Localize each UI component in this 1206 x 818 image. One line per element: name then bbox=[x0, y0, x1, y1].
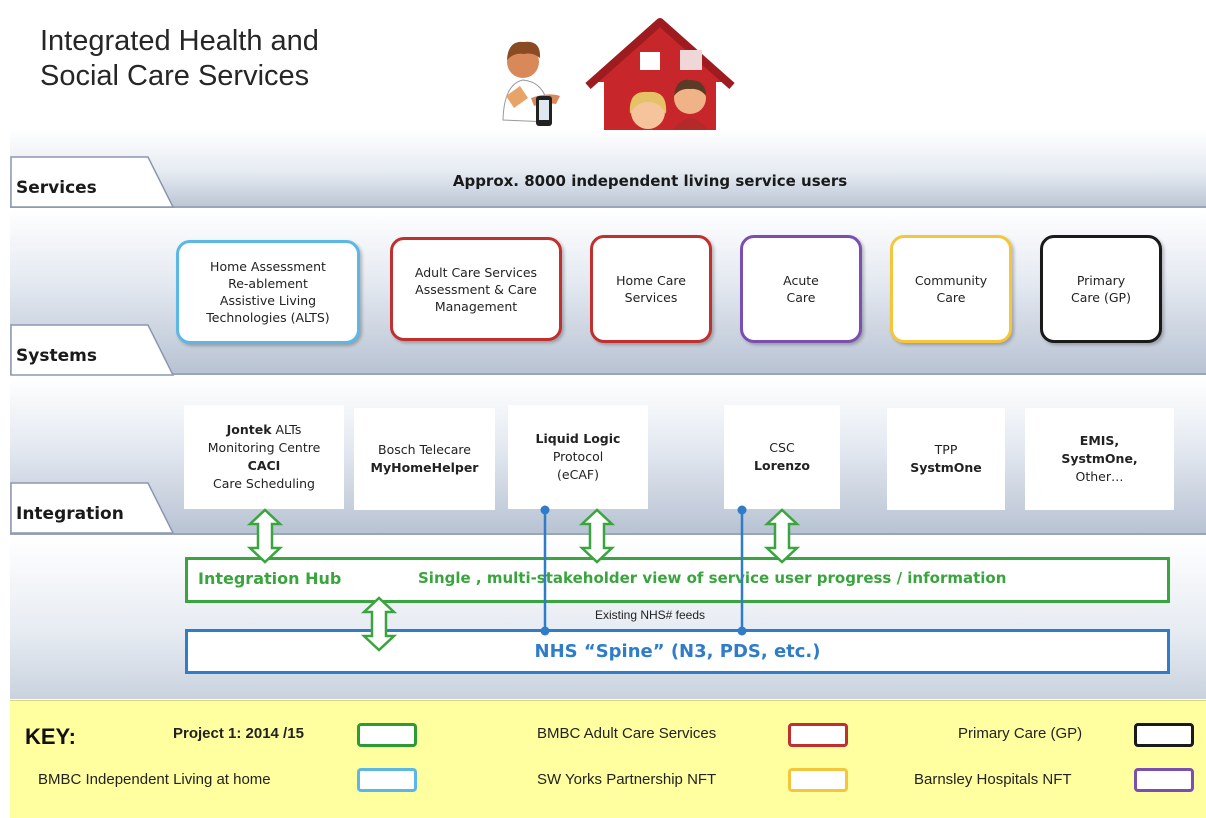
integration-hub-bar bbox=[185, 557, 1170, 603]
integration-box-liquid-logic: Liquid Logic Protocol (eCAF) bbox=[508, 405, 648, 509]
integration-hub-title: Integration Hub bbox=[198, 569, 342, 588]
house-icon bbox=[585, 18, 735, 150]
key-swatch-primary-care bbox=[1134, 723, 1194, 747]
key-label-adult-care: BMBC Adult Care Services bbox=[537, 725, 717, 742]
tab-services-label: Services bbox=[16, 178, 97, 198]
integration-box-jontek: Jontek ALTs Monitoring Centre CACI Care … bbox=[184, 405, 344, 509]
nhs-spine-label: NHS “Spine” (N3, PDS, etc.) bbox=[534, 641, 821, 662]
system-box-acute-care: Acute Care bbox=[740, 235, 862, 343]
key-swatch-sw-yorks bbox=[788, 768, 848, 792]
integration-box-tpp: TPP SystmOne bbox=[887, 408, 1005, 510]
key-swatch-barnsley-hospitals bbox=[1134, 768, 1194, 792]
tab-systems: Systems bbox=[10, 324, 175, 376]
integration-box-emis: EMIS, SystmOne, Other… bbox=[1025, 408, 1174, 510]
key-label-project: Project 1: 2014 /15 bbox=[173, 725, 304, 742]
services-description: Approx. 8000 independent living service … bbox=[452, 172, 848, 190]
system-box-text: Home Care Services bbox=[616, 273, 686, 305]
tab-integration: Integration bbox=[10, 482, 175, 534]
key-label-independent-living: BMBC Independent Living at home bbox=[38, 771, 271, 788]
system-box-text: Adult Care Services Assessment & Care Ma… bbox=[414, 264, 538, 314]
integration-box-bosch: Bosch Telecare MyHomeHelper bbox=[354, 408, 495, 510]
key-swatch-project bbox=[357, 723, 417, 747]
system-box-adult-care: Adult Care Services Assessment & Care Ma… bbox=[390, 237, 562, 341]
nhs-feed-line-liquid-logic bbox=[540, 505, 550, 636]
system-box-home-assessment: Home Assessment Re-ablement Assistive Li… bbox=[176, 240, 360, 344]
key-title: KEY: bbox=[25, 724, 76, 749]
nhs-feed-line-csc bbox=[737, 505, 747, 636]
services-layer bbox=[10, 130, 1206, 208]
integration-hub-description: Single , multi-stakeholder view of servi… bbox=[418, 569, 1007, 587]
system-box-home-care: Home Care Services bbox=[590, 235, 712, 343]
system-box-text: Primary Care (GP) bbox=[1071, 273, 1131, 305]
double-arrow-icon bbox=[362, 596, 396, 652]
tab-integration-label: Integration bbox=[16, 504, 124, 524]
tab-services: Services bbox=[10, 156, 175, 208]
double-arrow-icon bbox=[580, 508, 614, 564]
page-title: Integrated Health and Social Care Servic… bbox=[40, 25, 319, 92]
system-box-text: Home Assessment Re-ablement Assistive Li… bbox=[206, 259, 330, 325]
double-arrow-icon bbox=[248, 508, 282, 564]
nhs-spine-bar: NHS “Spine” (N3, PDS, etc.) bbox=[185, 629, 1170, 674]
system-box-community-care: Community Care bbox=[890, 235, 1012, 343]
system-box-primary-care: Primary Care (GP) bbox=[1040, 235, 1162, 343]
key-label-barnsley-hospitals: Barnsley Hospitals NFT bbox=[914, 771, 1072, 788]
integration-box-csc: CSC Lorenzo bbox=[724, 405, 840, 509]
tab-systems-label: Systems bbox=[16, 346, 97, 366]
key-label-sw-yorks: SW Yorks Partnership NFT bbox=[537, 771, 717, 788]
system-box-text: Acute Care bbox=[783, 273, 819, 305]
double-arrow-icon bbox=[765, 508, 799, 564]
key-swatch-independent-living bbox=[357, 768, 417, 792]
system-box-text: Community Care bbox=[914, 273, 988, 305]
key-label-primary-care: Primary Care (GP) bbox=[958, 725, 1083, 742]
nhs-feeds-label: Existing NHS# feeds bbox=[594, 608, 706, 622]
key-panel bbox=[10, 700, 1206, 818]
carer-with-phone-icon bbox=[502, 41, 560, 126]
key-swatch-adult-care bbox=[788, 723, 848, 747]
